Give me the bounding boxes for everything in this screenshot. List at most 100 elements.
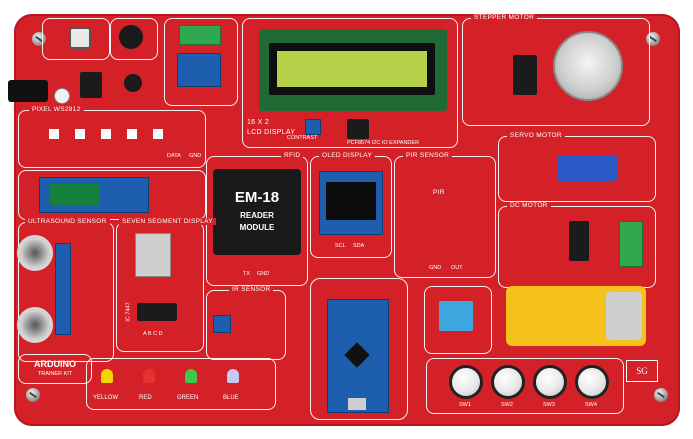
- mcu-chip-icon: [344, 342, 370, 368]
- rfid-label: RFID: [281, 152, 304, 159]
- servo-motor-icon: [557, 155, 617, 181]
- pixel-data-label: DATA: [167, 153, 181, 159]
- contrast-pot-icon[interactable]: [305, 119, 321, 135]
- led-label-red: RED: [139, 395, 152, 401]
- led-label-blue: BLUE: [223, 395, 239, 401]
- board-subtitle: TRAINER KIT: [37, 371, 73, 377]
- pixel-gnd-label: GND: [189, 153, 202, 159]
- ir-pot-icon[interactable]: [213, 315, 231, 333]
- corner-screw-icon: [26, 388, 40, 402]
- switch-sw4-button[interactable]: [575, 365, 609, 399]
- led-label-yellow: YELLOW: [93, 395, 119, 401]
- brand-logo: SG: [626, 360, 658, 382]
- relay-icon: [177, 53, 221, 87]
- capacitor-icon: [124, 74, 142, 92]
- led-label-green: GREEN: [177, 395, 199, 401]
- oled-pcb-icon: [319, 171, 383, 235]
- potentiometer-section: [42, 18, 110, 60]
- em18-line3: MODULE: [239, 223, 275, 232]
- blue-led-icon: [227, 369, 239, 383]
- yellow-led-icon: [101, 369, 113, 383]
- ir-sensor-section: IR SENSOR: [206, 286, 286, 360]
- pixel-led-icon: [49, 129, 59, 139]
- pixel-label: PIXEL WS2812: [29, 106, 84, 113]
- red-led-icon: [143, 369, 155, 383]
- dht-section: [424, 286, 492, 354]
- arduino-nano-icon: [327, 299, 389, 413]
- screw-terminal-icon: [179, 25, 221, 45]
- ultrasound-pcb-icon: [55, 243, 71, 335]
- em18-line2: READER: [240, 211, 274, 220]
- switch-section: SW1 SW2 SW3 SW4: [426, 358, 624, 414]
- seven-segment-display-icon: [135, 233, 171, 277]
- pixel-led-icon: [75, 129, 85, 139]
- pixel-led-icon: [127, 129, 137, 139]
- dc-motor-label: DC MOTOR: [507, 202, 551, 209]
- lcd-screen: [277, 51, 427, 87]
- board-title: ARDUINO: [34, 359, 76, 369]
- dc-gear-motor-icon: [506, 286, 646, 346]
- motor-driver-chip-icon: [569, 221, 589, 261]
- green-led-icon: [185, 369, 197, 383]
- pir-gnd-label: GND: [429, 265, 442, 271]
- stepper-motor-label: STEPPER MOTOR: [471, 14, 538, 21]
- potentiometer-knob-icon[interactable]: [69, 27, 91, 49]
- ultrasound-transducer-icon: [17, 235, 53, 271]
- ultrasound-section: ULTRASOUND SENSOR: [17, 218, 114, 362]
- oled-scl-label: SCL: [335, 243, 346, 249]
- servo-motor-section: SERVO MOTOR: [498, 132, 656, 202]
- ir-label: IR SENSOR: [229, 286, 274, 293]
- oled-screen: [326, 182, 376, 220]
- oled-section: OLED DISPLAY SCL SDA: [310, 152, 392, 258]
- lcd-title-label: LCD DISPLAY: [247, 129, 296, 136]
- arduino-nano-section: [310, 278, 408, 420]
- switch-sw1-button[interactable]: [449, 365, 483, 399]
- rfid-tx-label: TX: [243, 271, 251, 277]
- oled-label: OLED DISPLAY: [319, 152, 376, 159]
- switch-label-sw4: SW4: [585, 402, 597, 408]
- switch-label-sw1: SW1: [459, 402, 471, 408]
- stepper-motor-section: STEPPER MOTOR: [462, 14, 650, 126]
- rfid-section: RFID EM-18 READER MODULE TX GND: [206, 152, 308, 286]
- seven-segment-section: SEVEN SEGMENT DISPLAY IC 7447 A B C D: [116, 218, 216, 352]
- lcd-bezel: [269, 43, 435, 95]
- rfid-gnd-label: GND: [257, 271, 270, 277]
- arduino-trainer-board: 16 X 2 LCD DISPLAY CONTRAST PCF8574 I2C …: [8, 14, 680, 426]
- abcd-label: A B C D: [143, 331, 163, 337]
- pixel-led-icon: [101, 129, 111, 139]
- servo-label: SERVO MOTOR: [507, 132, 565, 139]
- ic7447-chip-icon: [137, 303, 177, 321]
- power-switch-icon[interactable]: [54, 88, 70, 104]
- pir-label: PIR SENSOR: [403, 152, 453, 159]
- switch-label-sw2: SW2: [501, 402, 513, 408]
- bluetooth-section: [18, 170, 206, 220]
- uln2003-chip-icon: [513, 55, 537, 95]
- oled-sda-label: SDA: [353, 243, 365, 249]
- i2c-label: PCF8574 I2C IO EXPANDER: [347, 140, 420, 146]
- buzzer-section: [110, 18, 158, 60]
- lcd-section: 16 X 2 LCD DISPLAY CONTRAST PCF8574 I2C …: [242, 18, 458, 148]
- pir-inner-label: PIR: [433, 189, 445, 196]
- buzzer-icon: [119, 25, 143, 49]
- relay-section: [164, 18, 238, 106]
- ic-label: IC 7447: [125, 302, 132, 322]
- pixel-ws2812-section: PIXEL WS2812 DATA GND: [18, 106, 206, 168]
- stepper-motor-icon: [553, 31, 623, 101]
- lcd-pcb: [259, 29, 447, 111]
- contrast-label: CONTRAST: [287, 135, 318, 141]
- motor-terminal-icon: [619, 221, 643, 267]
- pir-section: PIR SENSOR PIR GND OUT: [394, 152, 496, 278]
- switch-sw3-button[interactable]: [533, 365, 567, 399]
- ultrasound-label: ULTRASOUND SENSOR: [25, 218, 110, 225]
- dht-sensor-icon: [439, 301, 473, 331]
- corner-screw-icon: [654, 388, 668, 402]
- switch-sw2-button[interactable]: [491, 365, 525, 399]
- bluetooth-module-icon: [39, 177, 149, 213]
- bluetooth-chip-icon: [50, 184, 100, 206]
- i2c-chip-icon: [347, 119, 369, 139]
- pixel-led-icon: [153, 129, 163, 139]
- pir-out-label: OUT: [451, 265, 463, 271]
- em18-module-icon: EM-18 READER MODULE: [213, 169, 301, 255]
- ultrasound-transducer-icon: [17, 307, 53, 343]
- led-section: YELLOW RED GREEN BLUE: [86, 358, 276, 410]
